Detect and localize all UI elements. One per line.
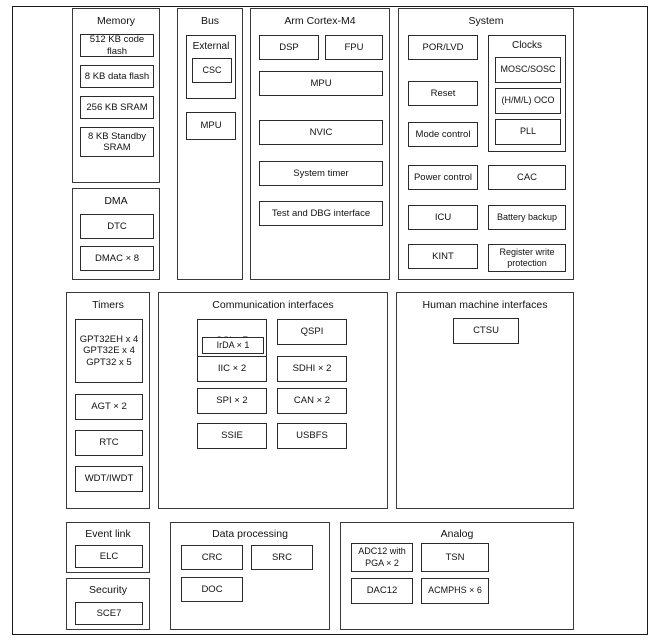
subgroup-clocks: Clocks MOSC/SOSC (H/M/L) OCO PLL — [488, 35, 566, 152]
block-acmphs[interactable]: ACMPHS × 6 — [421, 578, 489, 604]
block-code-flash[interactable]: 512 KB code flash — [80, 34, 154, 57]
block-qspi[interactable]: QSPI — [277, 319, 347, 345]
group-event-link-title: Event link — [85, 528, 131, 540]
block-bus-mpu[interactable]: MPU — [186, 112, 236, 140]
block-src[interactable]: SRC — [251, 545, 313, 570]
group-event-link: Event link ELC — [66, 522, 150, 573]
block-sci[interactable]: SCI × 7 IrDA × 1 — [197, 319, 267, 357]
block-usbfs[interactable]: USBFS — [277, 423, 347, 449]
block-dac12[interactable]: DAC12 — [351, 578, 413, 604]
block-data-flash[interactable]: 8 KB data flash — [80, 65, 154, 88]
subgroup-clocks-title: Clocks — [511, 40, 542, 51]
block-sdhi[interactable]: SDHI × 2 — [277, 356, 347, 382]
block-iic[interactable]: IIC × 2 — [197, 356, 267, 382]
block-sram[interactable]: 256 KB SRAM — [80, 96, 154, 119]
group-bus: Bus External CSC MPU — [177, 8, 243, 280]
block-fpu[interactable]: FPU — [325, 35, 383, 60]
block-rtc[interactable]: RTC — [75, 430, 143, 456]
group-analog: Analog ADC12 with PGA × 2 TSN DAC12 ACMP… — [340, 522, 574, 630]
block-sce7[interactable]: SCE7 — [75, 602, 143, 625]
group-cortex-m4-title: Arm Cortex-M4 — [284, 15, 356, 27]
group-memory-title: Memory — [97, 15, 135, 27]
block-cac[interactable]: CAC — [488, 165, 566, 190]
block-dtc[interactable]: DTC — [80, 214, 154, 239]
group-security-title: Security — [89, 584, 127, 596]
group-communication-interfaces: Communication interfaces SCI × 7 IrDA × … — [158, 292, 388, 509]
group-data-processing-title: Data processing — [212, 528, 288, 540]
block-battery-backup[interactable]: Battery backup — [488, 205, 566, 230]
group-communication-interfaces-title: Communication interfaces — [212, 299, 334, 311]
subgroup-external-title: External — [192, 41, 230, 52]
group-analog-title: Analog — [440, 528, 474, 540]
block-mode-control[interactable]: Mode control — [408, 122, 478, 147]
block-dsp[interactable]: DSP — [259, 35, 319, 60]
group-dma: DMA DTC DMAC × 8 — [72, 188, 160, 280]
block-crc[interactable]: CRC — [181, 545, 243, 570]
block-ssie[interactable]: SSIE — [197, 423, 267, 449]
block-pll[interactable]: PLL — [495, 119, 561, 145]
group-security: Security SCE7 — [66, 578, 150, 630]
group-human-machine-interfaces: Human machine interfaces CTSU — [396, 292, 574, 509]
block-irda[interactable]: IrDA × 1 — [202, 337, 264, 354]
block-register-write-protection[interactable]: Register write protection — [488, 244, 566, 272]
block-csc[interactable]: CSC — [192, 58, 232, 83]
block-test-dbg-interface[interactable]: Test and DBG interface — [259, 201, 383, 226]
group-data-processing: Data processing CRC SRC DOC — [170, 522, 330, 630]
block-ctsu[interactable]: CTSU — [453, 318, 519, 344]
block-spi[interactable]: SPI × 2 — [197, 388, 267, 414]
group-system: System POR/LVD Reset Mode control Power … — [398, 8, 574, 280]
block-hml-oco[interactable]: (H/M/L) OCO — [495, 88, 561, 114]
block-standby-sram[interactable]: 8 KB Standby SRAM — [80, 127, 154, 157]
block-nvic[interactable]: NVIC — [259, 120, 383, 145]
block-kint[interactable]: KINT — [408, 244, 478, 269]
group-timers-title: Timers — [92, 299, 124, 311]
block-doc[interactable]: DOC — [181, 577, 243, 602]
group-timers: Timers GPT32EH x 4 GPT32E x 4 GPT32 x 5 … — [66, 292, 150, 509]
block-system-timer[interactable]: System timer — [259, 161, 383, 186]
group-cortex-m4: Arm Cortex-M4 DSP FPU MPU NVIC System ti… — [250, 8, 390, 280]
group-human-machine-interfaces-title: Human machine interfaces — [422, 299, 548, 311]
block-power-control[interactable]: Power control — [408, 165, 478, 190]
block-gpt32[interactable]: GPT32EH x 4 GPT32E x 4 GPT32 x 5 — [75, 319, 143, 383]
group-dma-title: DMA — [104, 195, 128, 207]
block-dmac[interactable]: DMAC × 8 — [80, 246, 154, 271]
block-cortex-mpu[interactable]: MPU — [259, 71, 383, 96]
block-tsn[interactable]: TSN — [421, 543, 489, 572]
group-system-title: System — [468, 15, 504, 27]
subgroup-external-bus: External CSC — [186, 35, 236, 99]
block-elc[interactable]: ELC — [75, 545, 143, 568]
block-agt[interactable]: AGT × 2 — [75, 394, 143, 420]
block-por-lvd[interactable]: POR/LVD — [408, 35, 478, 60]
group-bus-title: Bus — [200, 15, 220, 27]
block-mosc-sosc[interactable]: MOSC/SOSC — [495, 57, 561, 83]
block-icu[interactable]: ICU — [408, 205, 478, 230]
block-wdt-iwdt[interactable]: WDT/IWDT — [75, 466, 143, 492]
block-adc12[interactable]: ADC12 with PGA × 2 — [351, 543, 413, 572]
group-memory: Memory 512 KB code flash 8 KB data flash… — [72, 8, 160, 183]
block-can[interactable]: CAN × 2 — [277, 388, 347, 414]
block-reset[interactable]: Reset — [408, 81, 478, 106]
